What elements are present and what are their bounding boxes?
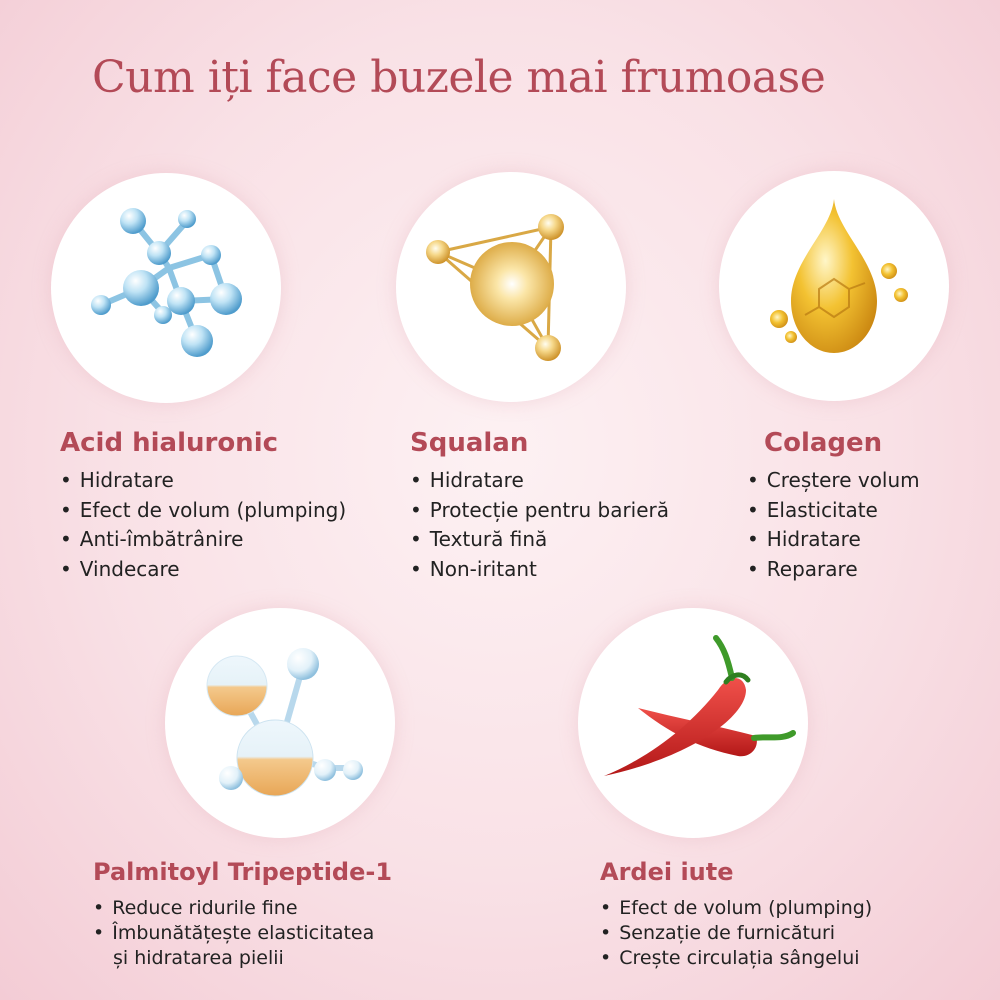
benefit-item: Îmbunătățește elasticitatea bbox=[93, 921, 392, 946]
benefit-list: Creștere volum Elasticitate Hidratare Re… bbox=[747, 466, 920, 584]
chili-pepper-image bbox=[578, 608, 808, 838]
benefit-item: Hidratare bbox=[410, 466, 669, 496]
ingredient-name: Acid hialuronic bbox=[60, 428, 279, 458]
ingredient-name: Squalan bbox=[410, 428, 529, 458]
squalane-molecule-icon bbox=[426, 214, 564, 361]
ingredient-name: Colagen bbox=[764, 428, 883, 458]
benefit-item: Anti-îmbătrânire bbox=[60, 525, 346, 555]
benefit-list: Hidratare Protecție pentru barieră Textu… bbox=[410, 466, 669, 584]
ingredient-name: Palmitoyl Tripeptide-1 bbox=[93, 858, 393, 886]
peptide-molecule-icon bbox=[206, 648, 363, 797]
ingredient-name: Ardei iute bbox=[600, 858, 734, 886]
benefit-item: Efect de volum (plumping) bbox=[600, 896, 872, 921]
hyaluronic-molecule-icon bbox=[91, 208, 242, 357]
benefit-item: Non-iritant bbox=[410, 555, 669, 585]
benefit-item: Protecție pentru barieră bbox=[410, 496, 669, 526]
benefit-item-continued: și hidratarea pielii bbox=[113, 947, 284, 969]
benefit-item: Senzație de furnicături bbox=[600, 921, 872, 946]
ingredient-ardei-iute: Ardei iute Efect de volum (plumping) Sen… bbox=[600, 858, 872, 971]
squalane-image bbox=[396, 172, 626, 402]
ingredient-acid-hialuronic: Acid hialuronic Hidratare Efect de volum… bbox=[60, 428, 346, 584]
benefit-item: Reduce ridurile fine bbox=[93, 896, 392, 921]
collagen-drop-icon bbox=[770, 199, 908, 353]
ingredient-colagen: Colagen Creștere volum Elasticitate Hidr… bbox=[747, 428, 920, 584]
hyaluronic-acid-image bbox=[51, 173, 281, 403]
palmitoyl-tripeptide-image bbox=[165, 608, 395, 838]
benefit-item: Efect de volum (plumping) bbox=[60, 496, 346, 526]
benefit-item: Hidratare bbox=[60, 466, 346, 496]
benefit-item: Crește circulația sângelui bbox=[600, 946, 872, 971]
ingredient-squalan: Squalan Hidratare Protecție pentru barie… bbox=[410, 428, 669, 584]
benefit-item: Hidratare bbox=[747, 525, 920, 555]
chili-pepper-icon bbox=[604, 635, 796, 776]
benefit-item: Elasticitate bbox=[747, 496, 920, 526]
benefit-item: Vindecare bbox=[60, 555, 346, 585]
collagen-image bbox=[719, 171, 949, 401]
benefit-list: Efect de volum (plumping) Senzație de fu… bbox=[600, 896, 872, 971]
benefit-list: Reduce ridurile fine Îmbunătățește elast… bbox=[93, 896, 392, 971]
benefit-item: Textură fină bbox=[410, 525, 669, 555]
benefit-item: Creștere volum bbox=[747, 466, 920, 496]
ingredient-palmitoyl-tripeptide: Palmitoyl Tripeptide-1 Reduce ridurile f… bbox=[93, 858, 392, 971]
benefit-item: Reparare bbox=[747, 555, 920, 585]
page-title: Cum iți face buzele mai frumoase bbox=[92, 52, 826, 103]
benefit-list: Hidratare Efect de volum (plumping) Anti… bbox=[60, 466, 346, 584]
